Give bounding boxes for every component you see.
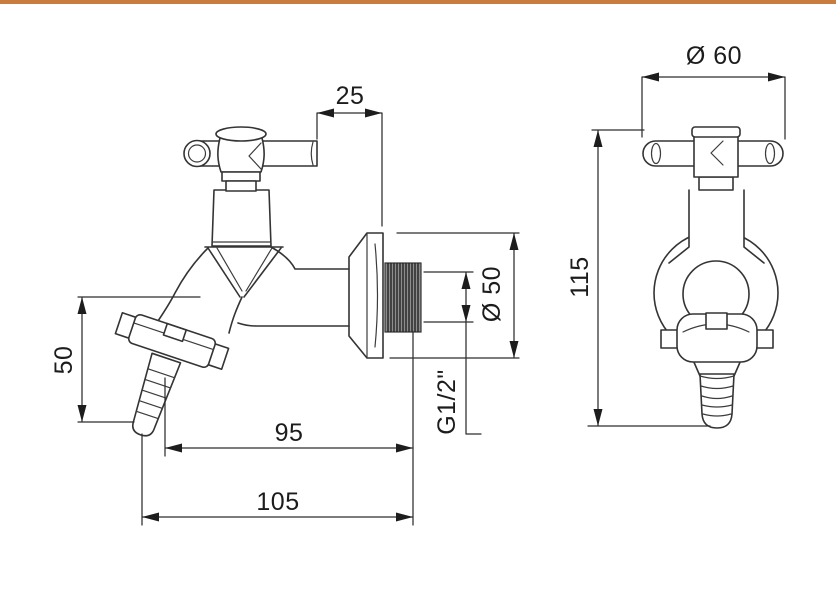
hose-outlet-front: [692, 359, 742, 429]
bonnet-front: [698, 176, 734, 191]
handle-notch-front: [710, 140, 724, 166]
dim-handle-offset: 25: [316, 82, 383, 227]
handle-cap-side: [215, 126, 267, 142]
column-right-edge: [743, 189, 765, 264]
dim-overall-height: 115: [566, 129, 711, 427]
wall-flange: [348, 232, 384, 359]
dim-label-105: 105: [256, 488, 299, 516]
mounting-ring: [660, 312, 774, 363]
top-accent-bar: [0, 0, 836, 4]
side-view: [114, 126, 422, 437]
dim-thread: G1/2": [423, 271, 482, 435]
column-left-edge: [668, 189, 690, 264]
bonnet-ring-1: [221, 171, 261, 182]
hose-outlet-side: [114, 311, 230, 437]
handle-cap-front: [691, 126, 741, 138]
dimensions: 25 Ø 60 50 Ø 50: [50, 42, 786, 526]
front-view: [642, 126, 784, 429]
dim-label-dia60: Ø 60: [686, 42, 742, 70]
handle-side: [183, 126, 318, 192]
dim-label-50: 50: [50, 346, 78, 375]
dim-handle-dia: Ø 60: [641, 42, 786, 140]
dim-label-thread: G1/2": [433, 369, 461, 435]
dim-label-115: 115: [566, 256, 594, 297]
valve-body: [157, 189, 284, 334]
dim-spout-drop: 50: [50, 296, 201, 423]
dim-label-95: 95: [275, 419, 304, 447]
body-tube: [237, 246, 350, 327]
dim-label-25: 25: [336, 82, 365, 110]
handle-front: [642, 126, 784, 191]
handle-hub: [693, 130, 739, 178]
thread-connector: [384, 262, 422, 333]
bonnet-ring-2: [225, 180, 257, 192]
dim-flange-dia: Ø 50: [389, 232, 520, 359]
dim-reach-overall: 105: [141, 331, 414, 526]
dim-label-dia50: Ø 50: [478, 266, 506, 322]
handle-notch-side: [248, 142, 262, 170]
dim-reach-inner: 95: [164, 377, 414, 457]
